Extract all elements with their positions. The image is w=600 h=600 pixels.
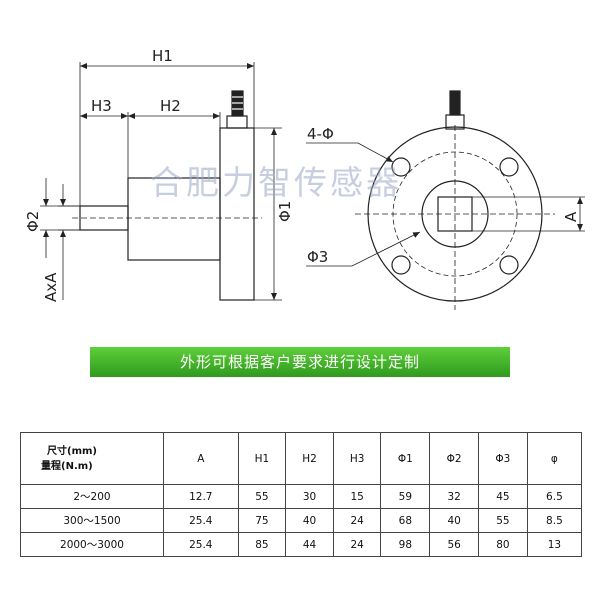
watermark-text: 合肥力智传感器 <box>150 163 402 202</box>
a-label: A <box>562 211 580 222</box>
table-cell: 12.7 <box>163 484 239 509</box>
bolt-hole-tr <box>499 157 519 177</box>
range-cell: 2000～3000 <box>20 532 164 557</box>
range-cell: 300～1500 <box>20 508 164 533</box>
spec-table: 尺寸(mm) 量程(N.m) A H1 H2 H3 Φ1 Φ2 Φ3 φ 2～2… <box>20 432 583 557</box>
table-cell: 44 <box>285 532 334 557</box>
table-cell: 40 <box>429 508 480 533</box>
table-cell: 68 <box>380 508 431 533</box>
customization-banner: 外形可根据客户要求进行设计定制 <box>90 347 510 377</box>
table-cell: 13 <box>526 532 583 557</box>
front-dimensions <box>306 142 585 267</box>
column-header: H2 <box>285 432 334 485</box>
phi3-label: Φ3 <box>307 248 328 266</box>
technical-drawing: H1 H3 H2 Φ1 Φ2 AxA 4-Φ Φ3 A 合肥力智传感器 <box>24 47 585 310</box>
front-cable <box>449 90 461 116</box>
table-cell: 32 <box>429 484 480 509</box>
table-cell: 8.5 <box>526 508 583 533</box>
holes-leader <box>306 142 394 163</box>
column-header: φ <box>526 432 583 485</box>
range-cell: 2～200 <box>20 484 164 509</box>
h1-label: H1 <box>152 47 173 65</box>
table-cell: 40 <box>285 508 334 533</box>
phi3-leader <box>306 231 421 267</box>
side-view <box>72 90 262 301</box>
table-cell: 55 <box>237 484 287 509</box>
flange <box>219 127 255 301</box>
table-cell: 24 <box>332 508 382 533</box>
h2-label: H2 <box>160 97 181 115</box>
table-cell: 25.4 <box>163 532 239 557</box>
axa-label: AxA <box>42 272 60 302</box>
connector <box>226 115 248 129</box>
table-cell: 15 <box>332 484 382 509</box>
corner-header: 尺寸(mm) 量程(N.m) <box>20 432 164 485</box>
table-cell: 85 <box>237 532 287 557</box>
corner-bottom-label: 量程(N.m) <box>41 460 93 472</box>
table-cell: 6.5 <box>526 484 583 509</box>
table-cell: 25.4 <box>163 508 239 533</box>
table-row: 2000～3000 25.4 85 44 24 98 56 80 13 <box>20 532 583 557</box>
table-cell: 98 <box>380 532 431 557</box>
bolt-hole-tl <box>391 157 411 177</box>
bolt-hole-bl <box>391 255 411 275</box>
column-header: A <box>163 432 239 485</box>
column-header: Φ3 <box>478 432 528 485</box>
phi1-label: Φ1 <box>276 201 294 222</box>
table-row: 2～200 12.7 55 30 15 59 32 45 6.5 <box>20 484 583 509</box>
table-cell: 45 <box>478 484 528 509</box>
holes-label: 4-Φ <box>307 125 334 143</box>
table-cell: 56 <box>429 532 480 557</box>
table-cell: 55 <box>478 508 528 533</box>
table-cell: 24 <box>332 532 382 557</box>
corner-top-label: 尺寸(mm) <box>47 445 97 457</box>
column-header: H3 <box>332 432 382 485</box>
column-header: Φ1 <box>380 432 431 485</box>
phi2-label: Φ2 <box>24 211 42 232</box>
front-view <box>355 90 555 310</box>
table-cell: 59 <box>380 484 431 509</box>
column-header: H1 <box>237 432 287 485</box>
table-header-row: 尺寸(mm) 量程(N.m) A H1 H2 H3 Φ1 Φ2 Φ3 φ <box>20 432 583 485</box>
side-dimensions <box>40 62 282 301</box>
table-cell: 75 <box>237 508 287 533</box>
h3-label: H3 <box>91 97 112 115</box>
table-row: 300～1500 25.4 75 40 24 68 40 55 8.5 <box>20 508 583 533</box>
bolt-hole-br <box>499 255 519 275</box>
table-cell: 80 <box>478 532 528 557</box>
table-cell: 30 <box>285 484 334 509</box>
column-header: Φ2 <box>429 432 480 485</box>
